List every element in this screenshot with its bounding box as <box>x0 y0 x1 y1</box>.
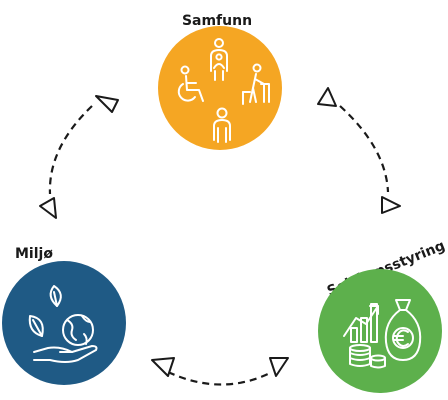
euro-bag-icon <box>384 299 422 361</box>
society-node: Samfunn <box>158 13 282 150</box>
arrowhead-icon <box>95 95 119 113</box>
society-circle <box>158 26 282 150</box>
connector-society-governance <box>317 87 401 214</box>
coin-stack-icon <box>349 344 386 369</box>
environment-node: Miljø <box>2 246 126 385</box>
people-accessibility-icon <box>177 38 270 143</box>
walker-icon <box>242 63 270 105</box>
hand-icon <box>33 345 98 363</box>
governance-circle <box>318 269 442 393</box>
person-icon <box>213 107 231 143</box>
wheelchair-icon <box>177 65 204 102</box>
arrowhead-icon <box>39 197 57 219</box>
arrowhead-icon <box>317 87 337 107</box>
arrowhead-icon <box>381 196 401 214</box>
parent-with-child-icon <box>210 38 228 81</box>
earth-leaves-hand-icon <box>28 285 98 363</box>
finance-growth-euro-icon <box>343 299 422 369</box>
globe-icon <box>62 314 94 346</box>
bar-chart-icon <box>350 303 378 343</box>
connector-environment-governance <box>151 357 289 386</box>
arrowhead-icon <box>269 357 289 377</box>
governance-node: Selskapsstyring <box>318 238 447 393</box>
environment-label: Miljø <box>15 246 53 262</box>
society-label: Samfunn <box>182 13 252 29</box>
leaf-icon <box>28 285 62 337</box>
connector-society-environment <box>39 95 119 219</box>
arrowhead-icon <box>151 357 175 377</box>
